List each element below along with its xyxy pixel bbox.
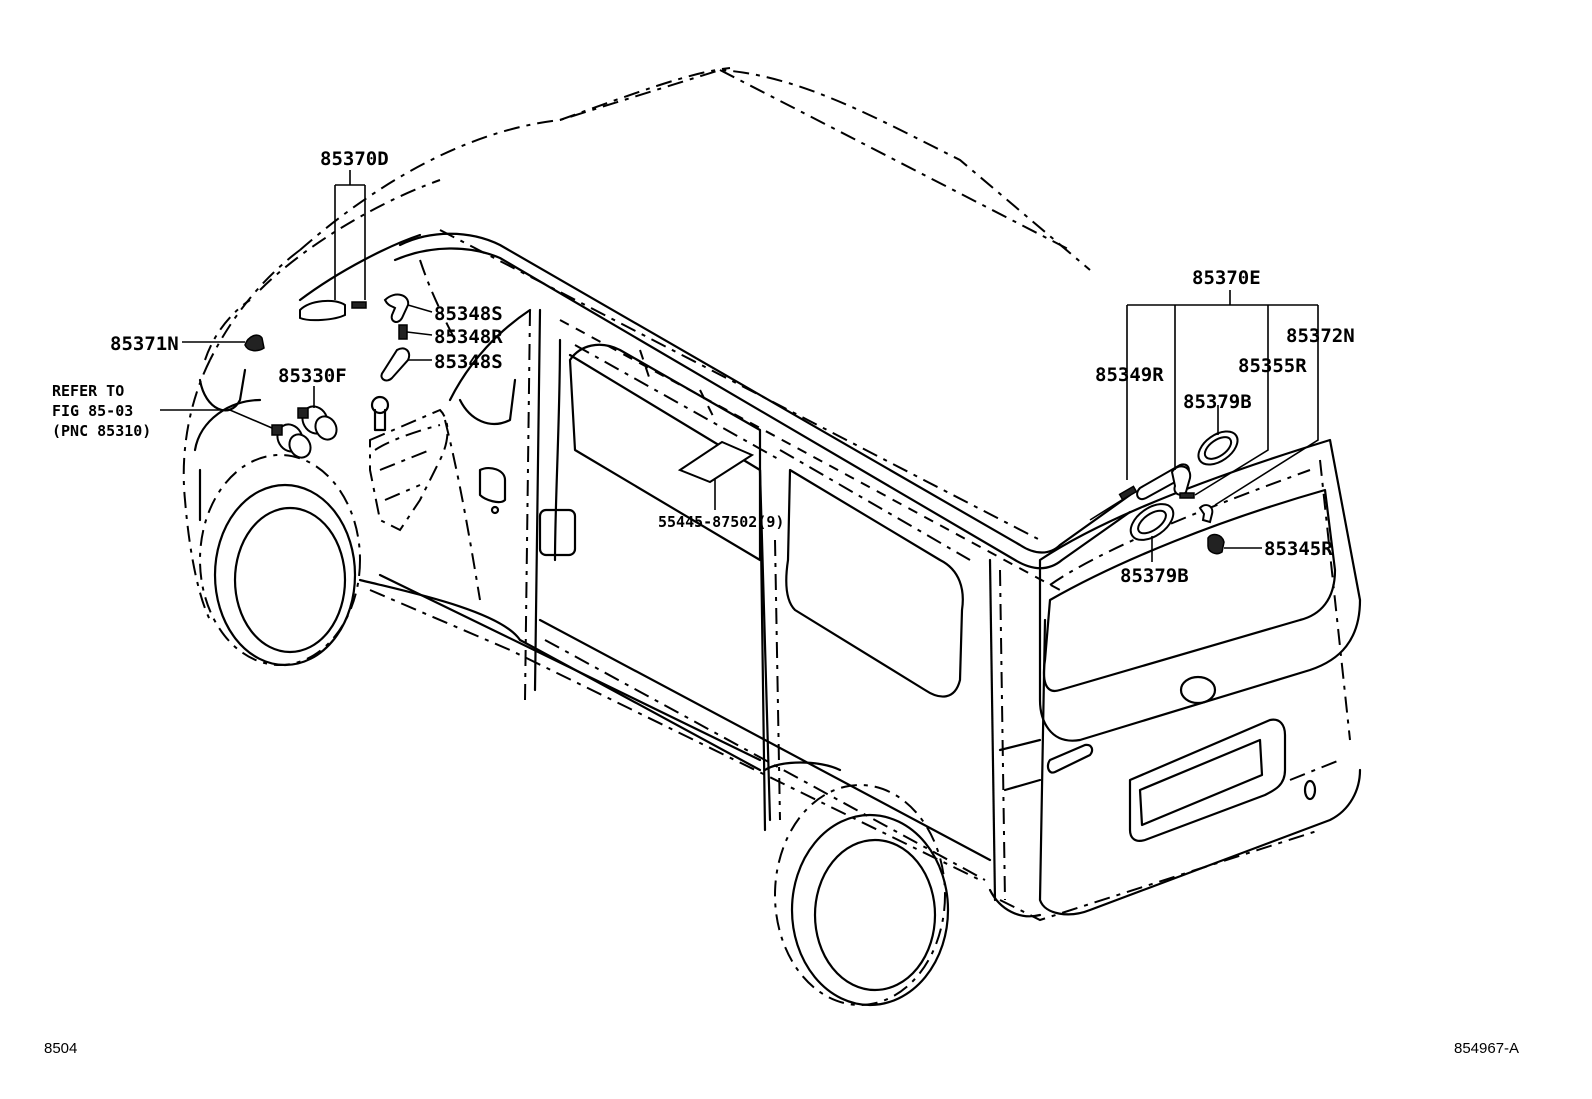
label-refer-to-1: REFER TO (52, 382, 124, 400)
figure-id: 854967-A (1454, 1040, 1519, 1057)
front-wheel (199, 454, 361, 667)
part-85372N-hose (1198, 504, 1214, 524)
part-85379B-grommet-upper (1197, 430, 1239, 466)
part-85355R-joint (1170, 465, 1195, 499)
label-refer-to-2: FIG 85-03 (52, 402, 133, 420)
label-85345R: 85345R (1264, 538, 1333, 560)
label-85379B-upper: 85379B (1183, 391, 1252, 413)
label-85349R: 85349R (1095, 364, 1164, 386)
label-85348R: 85348R (434, 326, 503, 348)
rear-wheel (774, 784, 950, 1007)
label-85348S-upper: 85348S (434, 303, 503, 325)
part-85379B-grommet-lower (1129, 503, 1175, 541)
leader-lines (160, 170, 1319, 562)
label-55445-87502: 55445-87502(9) (658, 513, 784, 531)
part-85345R-nozzle (1207, 533, 1225, 555)
part-85348R-joint (398, 324, 408, 340)
van-body-outline (182, 67, 1362, 922)
part-85371N-nozzle (244, 334, 265, 352)
label-85330F: 85330F (278, 365, 347, 387)
label-85379B-lower: 85379B (1120, 565, 1189, 587)
label-85348S-lower: 85348S (434, 351, 503, 373)
label-refer-to-3: (PNC 85310) (52, 422, 151, 440)
section-number: 8504 (44, 1040, 77, 1057)
label-85370D: 85370D (320, 148, 389, 170)
label-85372N: 85372N (1286, 325, 1355, 347)
part-85330F-pump (297, 405, 338, 441)
label-85370E: 85370E (1192, 267, 1261, 289)
part-55445-label (677, 440, 755, 484)
label-85371N: 85371N (110, 333, 179, 355)
part-85348S-hose-lower (380, 347, 411, 382)
part-85310-pump-ref (271, 423, 312, 459)
part-85348S-hose-upper (383, 293, 410, 323)
part-85370D-nozzle (299, 299, 367, 322)
washer-tank (369, 395, 449, 532)
label-85355R: 85355R (1238, 355, 1307, 377)
